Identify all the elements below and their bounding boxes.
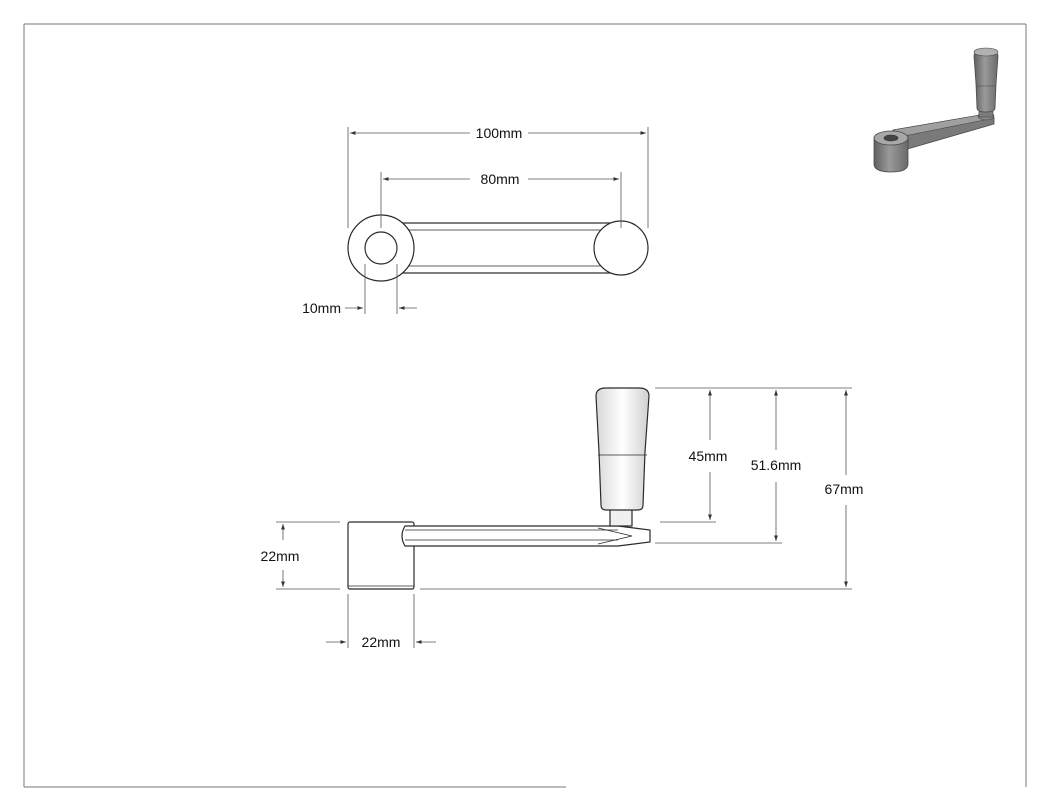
knob-side: [595, 387, 650, 511]
side-view: 22mm 22mm 45mm 51.6mm: [261, 387, 864, 650]
dim-handle-length-label: 45mm: [689, 448, 728, 464]
knob-circle: [593, 220, 649, 276]
dim-overall-height-label: 67mm: [825, 481, 864, 497]
sheet-frame: [23, 23, 1027, 788]
side-view-part: [347, 387, 651, 590]
dim-hub-height: [276, 521, 340, 590]
dim-overall-height: [420, 387, 852, 590]
dim-handle-top-height: [655, 387, 782, 544]
dim-overall-length-label: 100mm: [476, 125, 523, 141]
dim-center-distance-label: 80mm: [481, 171, 520, 187]
dim-handle-length: [655, 387, 716, 523]
arm-side: [401, 525, 651, 547]
bore-circle: [364, 231, 398, 265]
dim-handle-top-height-label: 51.6mm: [751, 457, 802, 473]
arm-bar: [380, 222, 622, 274]
top-view: 100mm 80mm 10mm: [302, 125, 649, 316]
iso-hub: [873, 137, 909, 173]
knob-collar: [609, 507, 633, 527]
dim-overall-length: [347, 127, 649, 228]
crank-handle-3d-icon: [873, 47, 999, 173]
dim-center-distance: [380, 172, 622, 228]
dim-bore-diameter: [345, 264, 417, 314]
dim-hub-width: [326, 594, 436, 648]
dim-hub-width-label: 22mm: [362, 634, 401, 650]
dim-hub-height-label: 22mm: [261, 548, 300, 564]
top-view-part: [347, 214, 649, 282]
dim-bore-diameter-label: 10mm: [302, 300, 341, 316]
hub-block: [347, 521, 415, 590]
iso-knob: [973, 49, 999, 113]
